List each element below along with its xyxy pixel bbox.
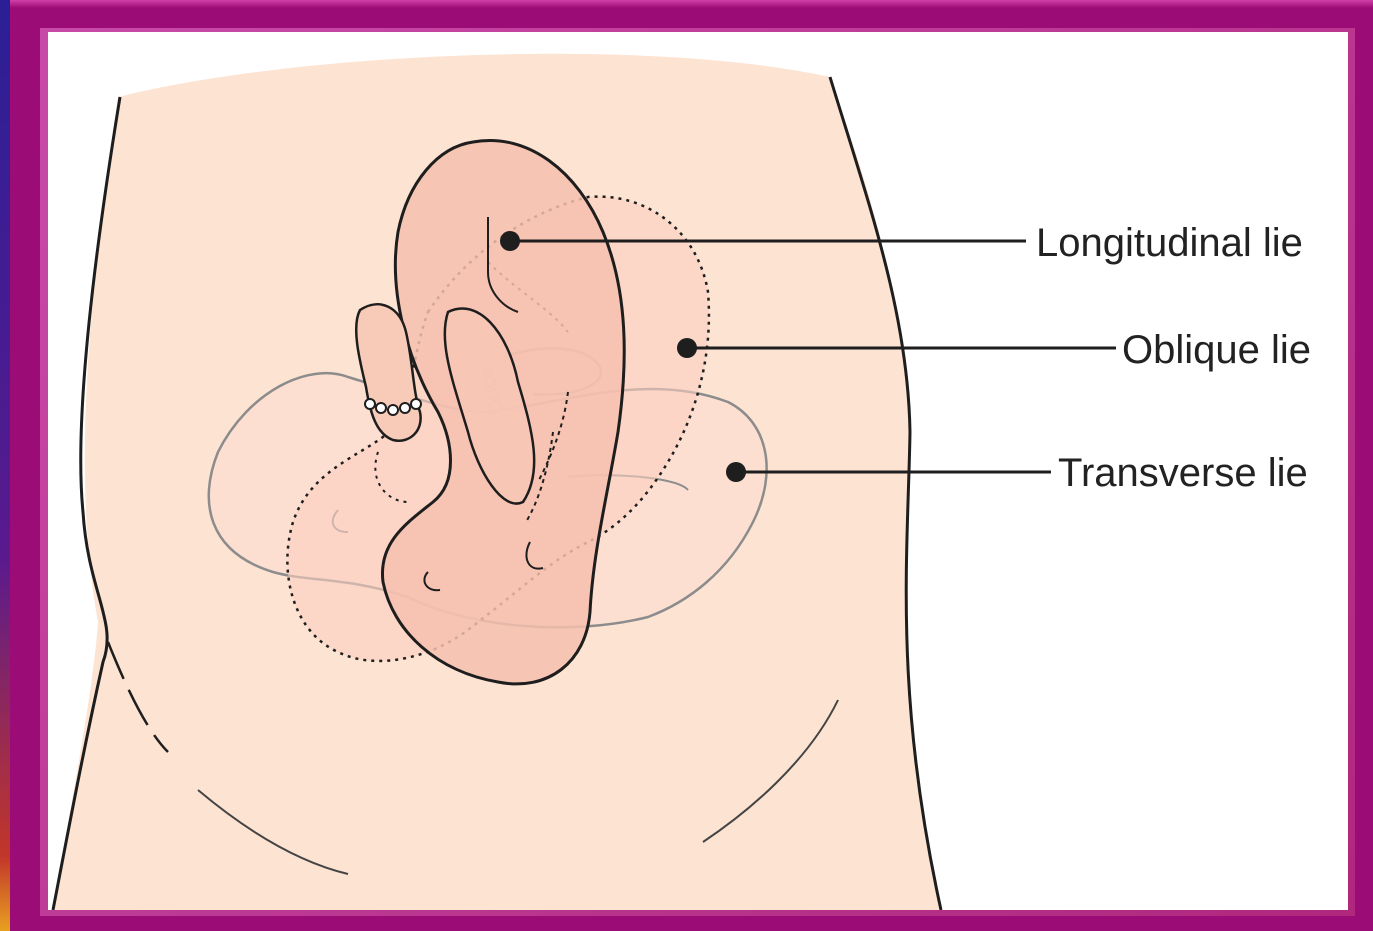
frame-left-border xyxy=(0,0,10,931)
frame-top-border xyxy=(0,0,1373,8)
label-oblique-lie: Oblique lie xyxy=(1122,330,1311,370)
label-transverse-lie: Transverse lie xyxy=(1058,453,1308,493)
diagram-panel: Longitudinal lie Oblique lie Transverse … xyxy=(48,32,1348,910)
label-longitudinal-lie: Longitudinal lie xyxy=(1036,223,1303,263)
